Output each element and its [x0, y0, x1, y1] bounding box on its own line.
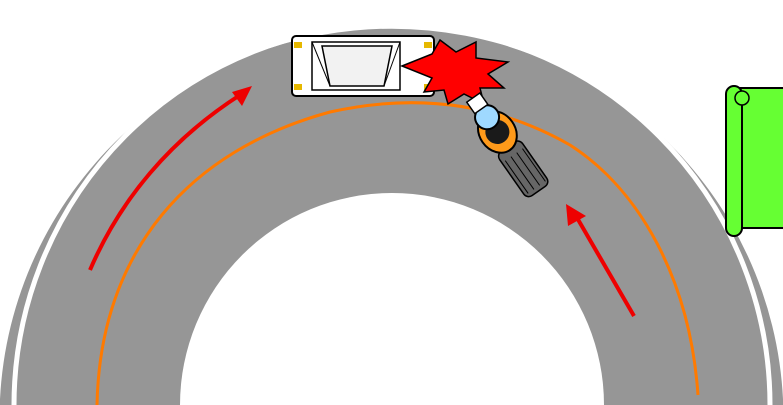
scroll-sign-icon [725, 85, 783, 237]
inner-edge-line-2 [185, 198, 599, 405]
road [0, 22, 783, 405]
motorcycle [465, 91, 549, 198]
outer-edge-line [11, 22, 773, 405]
inner-edge-line [193, 206, 591, 405]
inner-ground [180, 193, 604, 405]
collision-burst-icon [399, 38, 511, 106]
arrow-left-lane [88, 86, 252, 271]
arrow-right-lane [566, 204, 636, 318]
motorcycle-trajectory [95, 101, 700, 405]
